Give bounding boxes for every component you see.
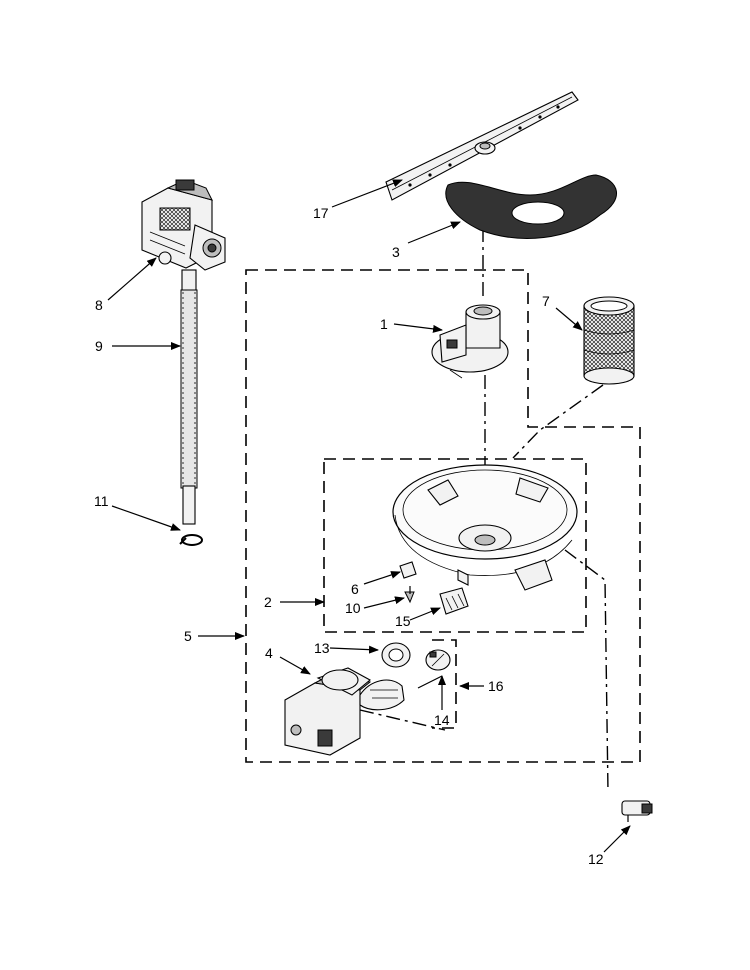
callout-5: 5 (184, 628, 192, 644)
callout-11: 11 (94, 493, 109, 509)
sump-base (392, 464, 578, 591)
mesh-filter (583, 296, 635, 385)
wash-sensor (425, 649, 451, 671)
check-valve-flapper (399, 561, 417, 579)
filter-housing (431, 304, 509, 379)
group-box-2 (323, 458, 587, 633)
callout-8: 8 (95, 297, 103, 313)
callout-2: 2 (264, 594, 272, 610)
callout-10: 10 (345, 600, 361, 616)
baffle-shield (445, 174, 618, 239)
callout-1: 1 (380, 316, 388, 332)
leader-14b (417, 675, 443, 689)
drain-hose (180, 269, 198, 525)
leader-6 (363, 571, 401, 585)
leader-4 (279, 656, 311, 675)
hose-clamp (179, 534, 203, 546)
circulation-pump (284, 667, 405, 756)
leader-3 (407, 221, 461, 244)
centerline-filter (512, 384, 604, 459)
callout-3: 3 (392, 244, 400, 260)
spray-arm (385, 91, 579, 201)
leader-7 (555, 307, 583, 331)
leader-1 (393, 323, 443, 333)
callout-17: 17 (313, 205, 329, 221)
callout-9: 9 (95, 338, 103, 354)
leader-10 (363, 596, 405, 609)
group-box-5 (245, 269, 641, 763)
leader-13 (329, 645, 379, 654)
leader-8 (107, 257, 157, 301)
diverter-motor (141, 179, 226, 271)
callout-6: 6 (351, 581, 359, 597)
callout-13: 13 (314, 640, 330, 656)
sump-sensor-block (439, 587, 469, 615)
centerline-pump (359, 709, 446, 731)
leader-15 (409, 607, 441, 621)
group-box-16 (432, 639, 457, 729)
callout-14: 14 (434, 712, 450, 728)
callout-16: 16 (488, 678, 504, 694)
leader-17 (331, 179, 403, 208)
centerline-sensor (564, 549, 609, 793)
pump-seal (381, 642, 411, 668)
callout-7: 7 (542, 293, 550, 309)
callout-4: 4 (265, 645, 273, 661)
turbidity-sensor (621, 800, 653, 822)
sump-screw (404, 586, 415, 604)
leader-11 (111, 505, 181, 531)
leader-12 (603, 825, 631, 853)
callout-12: 12 (588, 851, 604, 867)
callout-15: 15 (395, 613, 411, 629)
